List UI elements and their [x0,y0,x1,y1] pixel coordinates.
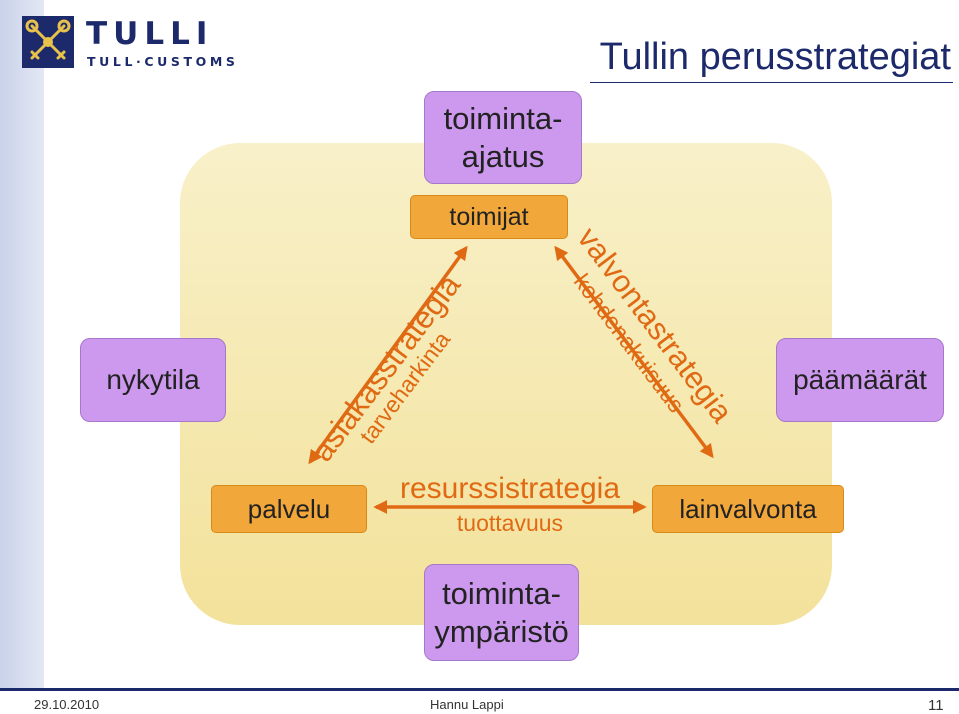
palvelu-label: palvelu [247,493,331,524]
toiminta-ajatus-line2: ajatus [461,138,545,174]
title-rule [590,82,953,83]
toimintaymparisto-line1: toiminta- [442,576,561,612]
page-title: Tullin perusstrategiat [599,36,951,78]
toimijat-box: toimijat [410,195,568,239]
paamaarat-label: päämäärät [793,364,927,396]
logo-subline: TULL·CUSTOMS [87,54,239,69]
right-edge-arrow [554,245,714,459]
side-stripe [0,0,44,690]
nykytila-box: nykytila [80,338,226,422]
footer-rule [0,688,959,691]
bottom-strategy-sublabel: tuottavuus [456,510,564,536]
footer-date: 29.10.2010 [34,697,100,712]
nykytila-label: nykytila [106,364,200,396]
lainvalvonta-box: lainvalvonta [652,485,844,533]
footer-author: Hannu Lappi [430,697,504,712]
toiminta-ajatus-box: toiminta-ajatus [424,91,582,184]
toimintaymparisto-line2: ympäristö [434,613,569,649]
left-edge-arrow [308,245,468,465]
palvelu-box: palvelu [211,485,367,533]
tulli-logo: TULLI TULL·CUSTOMS [20,14,255,74]
bottom-strategy-label: resurssistrategia [399,472,621,505]
toiminta-ajatus-line1: toiminta- [443,101,563,137]
paamaarat-box: päämäärät [776,338,944,422]
toimintaymparisto-box: toiminta-ympäristö [424,564,579,661]
toimijat-label: toimijat [449,202,529,231]
crossed-keys-emblem-icon [22,16,74,68]
footer-page-number: 11 [928,697,944,714]
logo-wordmark: TULLI [86,16,214,52]
lainvalvonta-label: lainvalvonta [679,493,817,524]
